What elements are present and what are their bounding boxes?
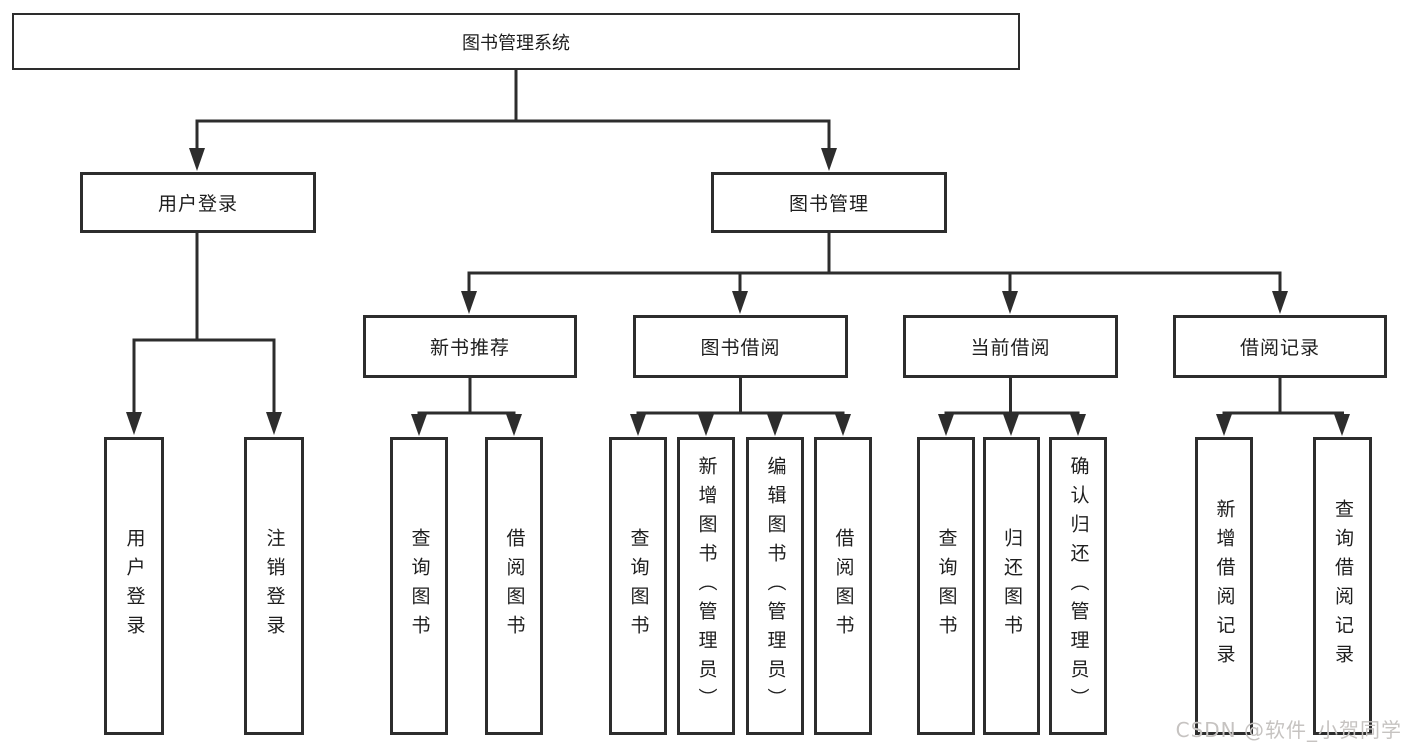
node-label: 当前借阅 [970, 337, 1051, 359]
leaf-query-borrow-record: 查询借阅记录 [1313, 437, 1372, 735]
leaf-query-books-borrow: 查询图书 [609, 437, 667, 735]
node-label: 新书推荐 [429, 337, 510, 359]
node-borrowing-records: 借阅记录 [1173, 315, 1387, 378]
node-label: 查询图书 [408, 528, 431, 644]
node-label: 确认归还（管理员） [1067, 455, 1090, 717]
node-label: 图书管理 [788, 193, 869, 215]
node-book-management: 图书管理 [711, 172, 947, 233]
node-label: 归还图书 [1001, 528, 1023, 644]
node-new-book-recommend: 新书推荐 [363, 315, 577, 378]
node-label: 图书借阅 [700, 337, 781, 359]
node-label: 注销登录 [263, 528, 286, 644]
node-book-borrowing: 图书借阅 [633, 315, 848, 378]
leaf-add-borrow-record: 新增借阅记录 [1195, 437, 1253, 735]
node-label: 查询借阅记录 [1332, 499, 1354, 673]
node-label: 借阅记录 [1239, 337, 1320, 359]
node-label: 借阅图书 [503, 528, 526, 644]
leaf-user-login: 用户登录 [104, 437, 164, 735]
leaf-query-books-current: 查询图书 [917, 437, 975, 735]
node-library-management-system: 图书管理系统 [12, 13, 1020, 70]
node-label: 图书管理系统 [462, 32, 570, 54]
leaf-edit-books-admin: 编辑图书（管理员） [746, 437, 804, 735]
node-label: 用户登录 [157, 193, 238, 215]
csdn-watermark: CSDN @软件_小贺同学 [1175, 718, 1402, 742]
node-label: 查询图书 [627, 528, 650, 644]
node-current-borrowing: 当前借阅 [903, 315, 1118, 378]
node-label: 新增借阅记录 [1213, 499, 1236, 673]
leaf-logout: 注销登录 [244, 437, 304, 735]
node-label: 编辑图书（管理员） [764, 455, 787, 717]
leaf-query-books-recommend: 查询图书 [390, 437, 448, 735]
node-user-login: 用户登录 [80, 172, 316, 233]
node-label: 新增图书（管理员） [695, 455, 718, 717]
leaf-borrow-books-recommend: 借阅图书 [485, 437, 543, 735]
node-label: 借阅图书 [832, 528, 855, 644]
leaf-add-books-admin: 新增图书（管理员） [677, 437, 735, 735]
node-label: 查询图书 [935, 528, 958, 644]
leaf-confirm-return-admin: 确认归还（管理员） [1049, 437, 1107, 735]
leaf-borrow-books: 借阅图书 [814, 437, 872, 735]
leaf-return-books: 归还图书 [983, 437, 1040, 735]
node-label: 用户登录 [123, 528, 146, 644]
